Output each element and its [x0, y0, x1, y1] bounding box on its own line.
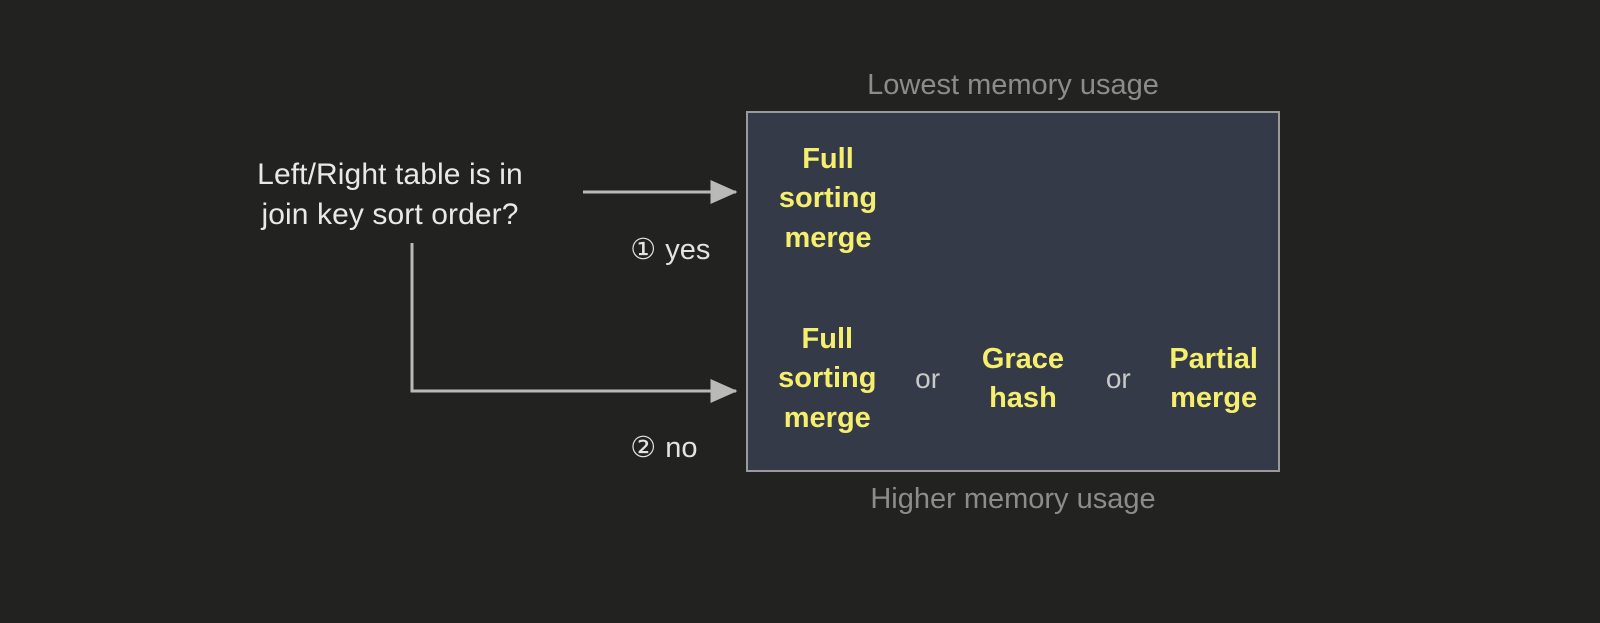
sorted-input-row: Full sorting merge [748, 129, 1278, 269]
unsorted-input-row: Full sorting merge or Grace hash or Part… [748, 309, 1278, 449]
caption-lowest-memory: Lowest memory usage [867, 69, 1159, 101]
caption-higher-memory: Higher memory usage [870, 483, 1156, 515]
option-separator-2: or [1105, 363, 1131, 394]
branch-label-no-text: no [665, 432, 698, 464]
circled-number-2-icon: ② [630, 430, 657, 464]
decision-question: Left/Right table is in join key sort ord… [200, 155, 580, 234]
join-strategy-panel: Full sorting merge Full sorting merge or… [746, 111, 1280, 472]
option-full-sorting-merge-unsorted: Full sorting merge [778, 322, 877, 434]
decision-question-line-1: Left/Right table is in [257, 158, 523, 191]
option-partial-merge: Partial merge [1169, 342, 1258, 414]
option-separator-1: or [915, 363, 941, 394]
option-full-sorting-merge-sorted: Full sorting merge [778, 142, 878, 254]
decision-question-line-2: join key sort order? [261, 197, 519, 231]
circled-number-1-icon: ① [630, 232, 657, 266]
branch-label-yes-text: yes [665, 234, 711, 266]
option-grace-hash: Grace hash [981, 342, 1065, 414]
